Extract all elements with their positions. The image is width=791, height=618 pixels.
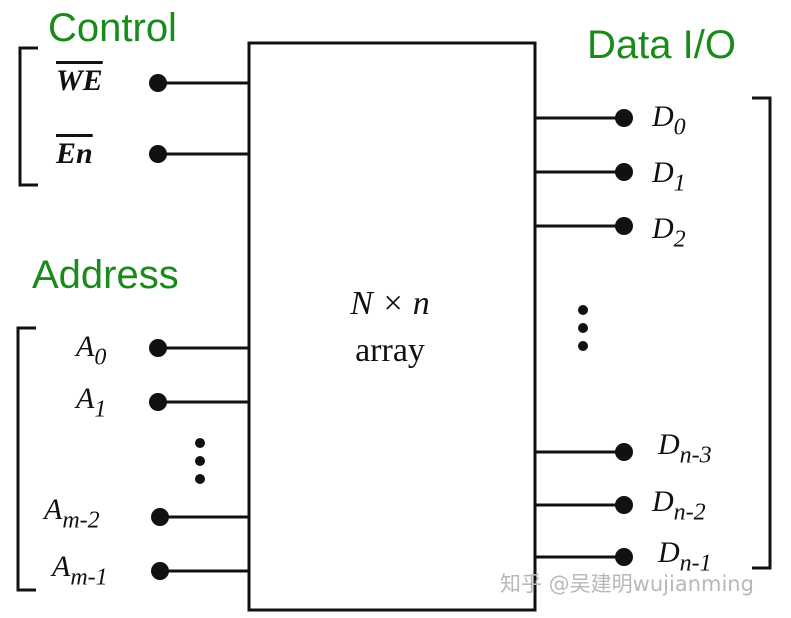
signal-a0-base: A — [76, 330, 95, 363]
signal-d0-base: D — [652, 100, 674, 133]
memory-array-block — [247, 41, 537, 612]
signal-a0-sub: 0 — [94, 344, 107, 371]
data-io-group-label: Data I/O — [587, 23, 736, 67]
address-wire-am2 — [151, 508, 249, 526]
signal-a1-label: A1 — [76, 382, 107, 423]
signal-d0-label: D0 — [652, 100, 686, 141]
control-wire-we — [149, 74, 249, 92]
signal-we-base: WE — [56, 64, 103, 97]
data-wire-dn3 — [535, 443, 633, 461]
signal-dn3-label: Dn-3 — [658, 428, 712, 469]
address-bracket — [16, 326, 36, 592]
address-ellipsis — [195, 438, 205, 484]
data-ellipsis — [578, 305, 588, 351]
signal-a1-base: A — [76, 382, 95, 415]
signal-dn1-base: D — [658, 536, 680, 569]
signal-we-label: WE — [56, 66, 103, 96]
signal-a0-label: A0 — [76, 330, 107, 371]
control-wire-en — [149, 145, 249, 163]
signal-dn3-base: D — [658, 428, 680, 461]
signal-am2-label: Am-2 — [44, 493, 100, 534]
data-wire-d1 — [535, 163, 633, 181]
data-wire-d0 — [535, 109, 633, 127]
address-wire-a0 — [149, 339, 249, 357]
signal-am1-base: A — [52, 550, 71, 583]
signal-am2-base: A — [44, 493, 63, 526]
signal-en-base: En — [56, 137, 93, 170]
data-wire-d2 — [535, 217, 633, 235]
signal-d0-sub: 0 — [673, 114, 686, 141]
array-dimension-label: N × n — [350, 285, 430, 322]
signal-dn1-label: Dn-1 — [658, 536, 712, 577]
signal-dn3-sub: n-3 — [679, 442, 712, 469]
address-group-label: Address — [32, 253, 179, 297]
control-bracket — [18, 46, 38, 187]
signal-d2-base: D — [652, 212, 674, 245]
address-wire-a1 — [149, 393, 249, 411]
signal-am1-label: Am-1 — [52, 550, 108, 591]
data-bracket — [752, 96, 772, 570]
signal-a1-sub: 1 — [94, 396, 107, 423]
signal-dn2-label: Dn-2 — [652, 485, 706, 526]
control-group-label: Control — [48, 6, 177, 50]
signal-d1-sub: 1 — [673, 170, 686, 197]
signal-am1-sub: m-1 — [70, 564, 108, 591]
data-wire-dn2 — [535, 496, 633, 514]
data-wire-dn1 — [535, 548, 633, 566]
watermark-text: 知乎 @吴建明wujianming — [500, 572, 754, 596]
address-wire-am1 — [151, 562, 249, 580]
signal-d2-label: D2 — [652, 212, 686, 253]
signal-am2-sub: m-2 — [62, 507, 100, 534]
array-label: array — [355, 332, 425, 369]
signal-d2-sub: 2 — [673, 226, 686, 253]
signal-dn2-base: D — [652, 485, 674, 518]
signal-dn2-sub: n-2 — [673, 499, 706, 526]
signal-dn1-sub: n-1 — [679, 550, 712, 577]
signal-d1-label: D1 — [652, 156, 686, 197]
signal-d1-base: D — [652, 156, 674, 189]
signal-en-label: En — [56, 139, 93, 169]
